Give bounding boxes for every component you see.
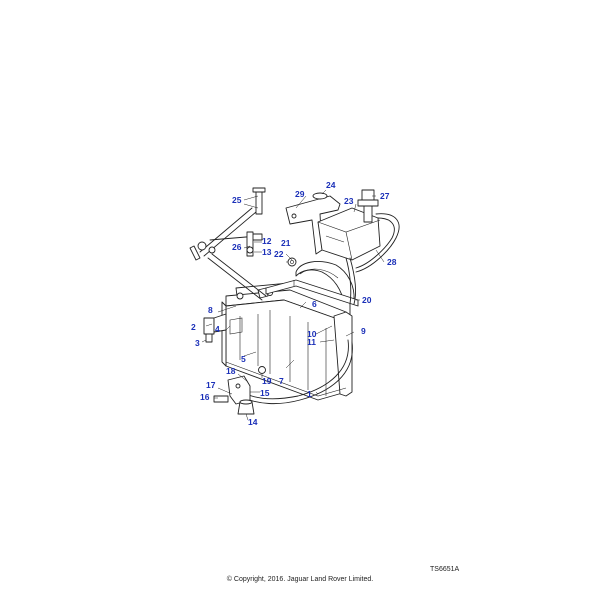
callout-16: 16 [200, 392, 210, 402]
callout-2: 2 [191, 322, 196, 332]
callout-8: 8 [208, 305, 213, 315]
callout-6: 6 [312, 299, 317, 309]
callout-29: 29 [295, 189, 305, 199]
callout-7: 7 [279, 376, 284, 386]
callout-26: 26 [232, 242, 242, 252]
callout-25: 25 [232, 195, 242, 205]
callout-24: 24 [326, 180, 336, 190]
callout-4: 4 [215, 324, 220, 334]
callout-11: 11 [307, 337, 316, 347]
stay-rods [189, 187, 267, 301]
callout-3: 3 [195, 338, 200, 348]
callout-19: 19 [262, 376, 272, 386]
callout-13: 13 [262, 247, 272, 257]
leader-lines [201, 189, 385, 421]
callout-17: 17 [206, 380, 216, 390]
callout-5: 5 [241, 354, 246, 364]
lower-mount [213, 366, 266, 415]
callout-9: 9 [361, 326, 366, 336]
callout-10: 10 [307, 329, 317, 339]
mount-bolt-left [203, 313, 227, 343]
nut-washer [287, 257, 297, 267]
callout-1: 1 [307, 389, 312, 399]
callout-12: 12 [262, 236, 272, 246]
lower-hose [243, 339, 353, 405]
callout-15: 15 [260, 388, 270, 398]
callout-22: 22 [274, 249, 284, 259]
diagram-reference-code: TS6651A [430, 566, 460, 573]
callout-28: 28 [387, 257, 397, 267]
callout-18: 18 [226, 366, 236, 376]
expansion-tank [285, 189, 400, 305]
callout-27: 27 [380, 191, 390, 201]
copyright-notice: © Copyright, 2016. Jaguar Land Rover Lim… [226, 576, 374, 583]
callout-21: 21 [281, 238, 291, 248]
top-bracket [265, 279, 359, 307]
callout-20: 20 [362, 295, 372, 305]
callout-14: 14 [248, 417, 258, 427]
callout-labels: 1 2 3 4 5 6 7 8 9 10 11 12 13 14 15 16 1… [191, 180, 397, 427]
callout-23: 23 [344, 196, 354, 206]
